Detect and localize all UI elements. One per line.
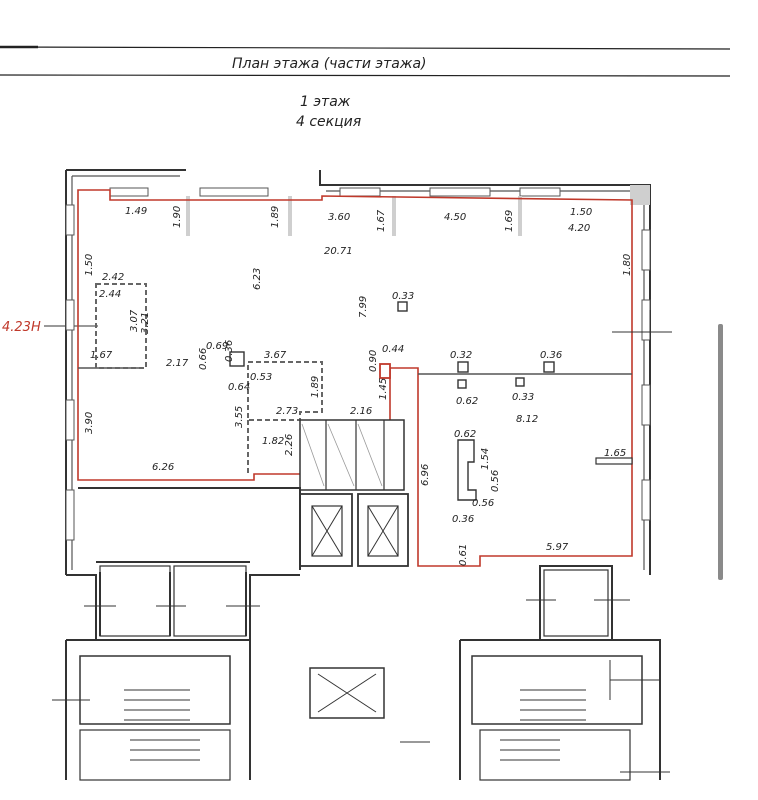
dim-20-71: 20.71 [324,246,353,257]
dim-2-26: 2.26 [284,434,295,456]
dim-0-56b: 0.56 [472,498,494,509]
wall-piers [186,196,522,236]
dim-1-50a: 1.50 [570,207,592,218]
dim-0-33b: 0.33 [512,392,534,403]
dim-3-07: 3.07 [129,309,140,332]
dim-1-90: 1.90 [172,206,183,228]
dim-4-50: 4.50 [444,212,466,223]
dim-0-36c: 0.36 [452,514,474,525]
dim-1-82: 1.82 [262,436,284,447]
dim-3-60: 3.60 [328,212,350,223]
dim-1-67b: 1.67 [90,350,113,361]
dim-3-21: 3.21 [140,312,151,334]
dim-7-99: 7.99 [358,296,369,318]
dim-6-26: 6.26 [152,462,174,473]
dim-3-90: 3.90 [84,412,95,434]
header-rule-bottom [0,74,731,77]
dim-6-96: 6.96 [420,464,431,486]
dim-6-23: 6.23 [252,268,263,290]
dim-0-66: 0.66 [198,348,209,370]
dim-0-44: 0.44 [382,344,404,355]
dim-0-36a: 0.36 [224,340,235,362]
dim-0-62b: 0.62 [454,429,476,440]
header-rule-top [0,46,731,50]
dim-0-36b: 0.36 [540,350,562,361]
dim-0-56a: 0.56 [490,470,501,492]
dim-2-42: 2.42 [102,272,124,283]
premise-boundary [77,189,633,567]
dim-1-54: 1.54 [480,448,491,470]
dim-2-17: 2.17 [166,358,189,369]
dim-0-33a: 0.33 [392,291,414,302]
floor-label: 1 этаж [300,94,351,110]
dim-0-90: 0.90 [368,350,379,372]
plan-title: План этажа (части этажа) [232,56,427,72]
dim-0-32: 0.32 [450,350,472,361]
dim-1-89a: 1.89 [270,206,281,228]
lower-building [52,487,670,781]
dim-5-97: 5.97 [546,542,569,553]
dim-2-16: 2.16 [350,406,372,417]
dashed-room-left [95,283,147,369]
section-label: 4 секция [296,114,361,130]
dim-0-64: 0.64 [228,382,250,393]
dim-8-12: 8.12 [516,414,538,425]
dashed-room-center [247,361,323,474]
dim-0-53: 0.53 [250,372,272,383]
dim-1-69: 1.69 [504,210,515,232]
dim-1-50b: 1.50 [84,254,95,276]
dim-0-62a: 0.62 [456,396,478,407]
dim-1-45: 1.45 [378,378,389,400]
dim-3-55: 3.55 [234,406,245,428]
dim-3-67: 3.67 [264,350,287,361]
dim-4-20: 4.20 [568,223,590,234]
dim-1-80: 1.80 [622,254,633,276]
dim-1-89b: 1.89 [310,376,321,398]
elevator-core [299,419,409,567]
outer-walls [65,169,651,576]
columns [229,301,633,501]
premise-label: 4.23Н [2,320,41,335]
dim-1-65: 1.65 [604,448,626,459]
dim-0-61: 0.61 [458,544,469,566]
dim-1-67a: 1.67 [376,209,387,232]
vertical-scrollbar[interactable] [718,324,723,580]
dimension-labels: 1.49 1.90 1.89 3.60 1.67 4.50 1.69 1.50 … [84,206,633,566]
dim-2-44: 2.44 [99,289,121,300]
dim-0-69: 0.69 [206,341,228,352]
dim-1-49: 1.49 [125,206,147,217]
dim-2-73: 2.73 [276,406,298,417]
